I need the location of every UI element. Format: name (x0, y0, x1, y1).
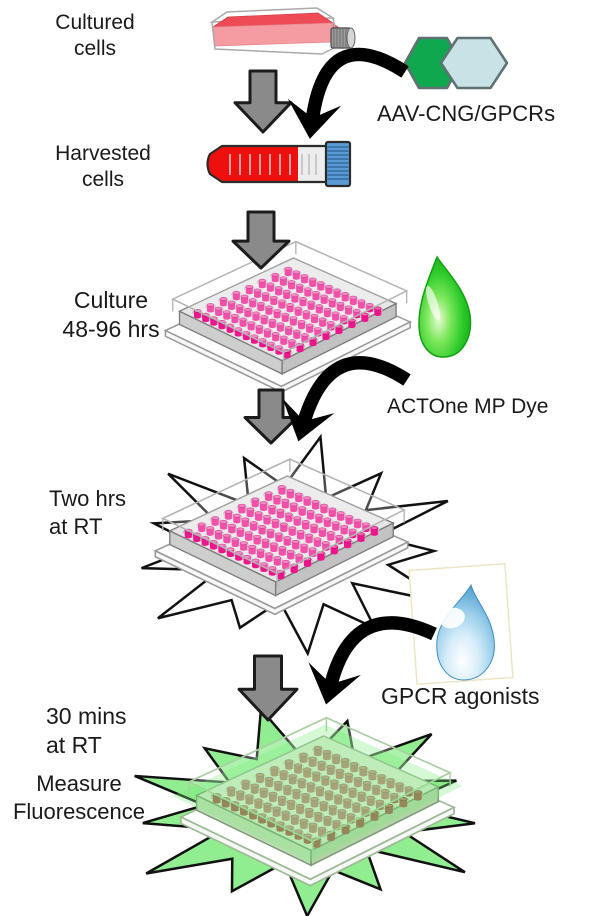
label-gpcr-agonists: GPCR agonists (381, 683, 540, 709)
agonist-droplet-icon (408, 562, 514, 686)
down-arrow-3 (243, 388, 299, 445)
down-arrow-1 (233, 69, 293, 134)
down-arrow-4 (237, 654, 299, 722)
down-arrow-2 (231, 210, 291, 270)
label-aav-cng-gpcrs: AAV-CNG/GPCRs (377, 101, 556, 126)
step-label-two-hrs-rt: Two hrs at RT (49, 486, 127, 539)
well-plate-culture (163, 240, 412, 393)
step-label-30-mins-rt: 30 mins at RT (46, 703, 127, 758)
step-label-cultured-cells: Cultured cells (55, 11, 135, 61)
dye-droplet-icon (418, 255, 472, 358)
add-agonist-curved-arrow (308, 616, 437, 705)
centrifuge-tube (206, 140, 352, 188)
step-label-measure-fluorescence: Measure Fluorescence (12, 771, 146, 824)
culture-flask (209, 7, 356, 55)
add-vector-curved-arrow (287, 47, 409, 139)
step-label-harvested-cells: Harvested cells (55, 142, 151, 192)
step-label-culture-duration: Culture 48-96 hrs (62, 287, 160, 342)
well-plate-dye-incubation (153, 458, 410, 616)
label-actone-mp-dye: ACTOne MP Dye (387, 395, 549, 418)
well-plate-fluorescence (172, 716, 463, 887)
add-dye-curved-arrow (282, 356, 411, 442)
aav-vector-hexagons (403, 36, 509, 90)
